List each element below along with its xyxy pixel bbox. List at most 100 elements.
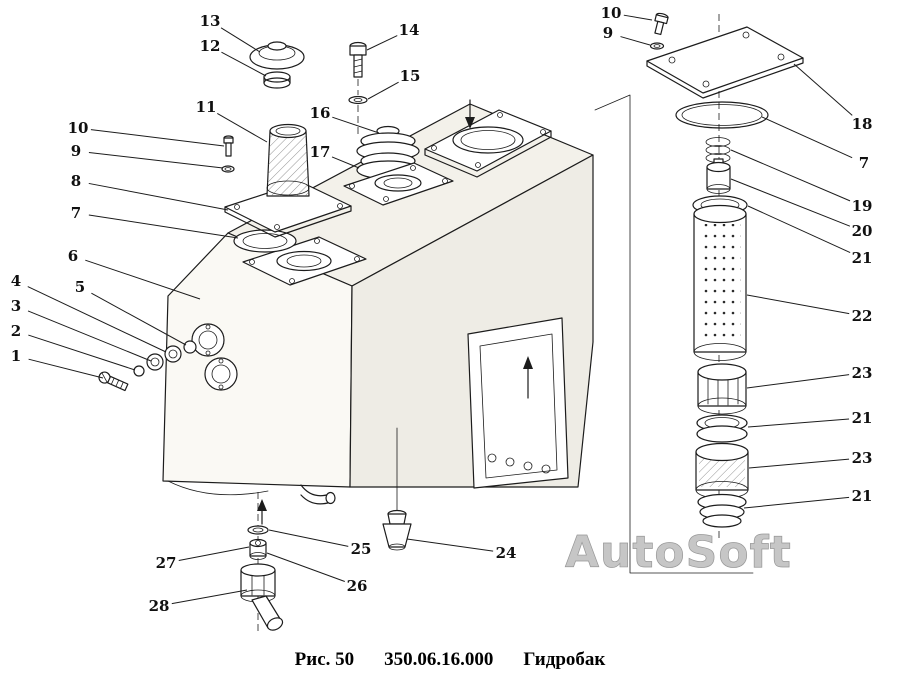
leader-line-4: [27, 286, 167, 353]
bolt-10-left: [223, 135, 234, 157]
leader-line-11: [217, 113, 268, 143]
leader-line-7: [88, 214, 239, 239]
callout-label-9: 9: [71, 142, 81, 160]
callout-label-13: 13: [200, 12, 221, 30]
bottom-elbow-pipe: [300, 484, 336, 505]
leader-line-21: [747, 205, 851, 254]
callout-label-5: 5: [75, 278, 85, 296]
callout-label-21: 21: [852, 249, 873, 267]
leader-line-19: [730, 149, 851, 202]
washer-9-right: [649, 42, 665, 50]
valve-20: [706, 158, 731, 194]
ring-21-middle: [696, 414, 748, 443]
callout-label-7: 7: [71, 204, 81, 222]
up-arrow-icon: [523, 356, 533, 369]
filler-neck-11: [266, 123, 310, 197]
callout-label-22: 22: [852, 307, 873, 325]
leader-line-14: [366, 35, 398, 51]
leader-line-3: [27, 310, 152, 362]
hex-adapter-28: [240, 563, 284, 631]
callout-label-26: 26: [347, 577, 368, 595]
callout-label-3: 3: [11, 297, 21, 315]
cup-23-lower: [695, 442, 749, 499]
callout-label-20: 20: [852, 222, 873, 240]
neck-plate-8: [224, 181, 352, 238]
callout-label-14: 14: [399, 21, 420, 39]
leader-line-18: [793, 63, 853, 116]
cover-plate-18: [646, 26, 804, 99]
leader-line-23: [748, 458, 850, 469]
callout-label-11: 11: [196, 98, 217, 116]
callout-label-23: 23: [852, 449, 873, 467]
gasket-7-right: [675, 101, 769, 129]
figure-caption: Рис. 50 350.06.16.000 Гидробак: [0, 649, 900, 671]
callout-label-27: 27: [156, 554, 177, 572]
leader-line-10: [623, 14, 653, 21]
callout-label-1: 1: [11, 347, 21, 365]
leader-line-5: [91, 292, 187, 346]
callout-label-19: 19: [852, 197, 873, 215]
leader-line-17: [331, 156, 360, 169]
spring-19: [705, 137, 731, 163]
callout-label-4: 4: [11, 272, 21, 290]
leader-line-13: [220, 27, 261, 53]
leader-line-12: [221, 51, 267, 77]
left-port-flanges: [191, 323, 238, 391]
leader-line-1: [28, 358, 104, 379]
callout-label-10: 10: [68, 119, 89, 137]
leader-line-25: [268, 529, 349, 547]
callout-label-2: 2: [11, 322, 21, 340]
callout-label-6: 6: [68, 247, 78, 265]
watermark: AutoSoft: [565, 527, 792, 578]
port-fasteners-exploded: [98, 340, 197, 392]
caption-part-code: 350.06.16.000: [384, 649, 494, 670]
callout-label-18: 18: [852, 115, 873, 133]
leader-line-16: [332, 116, 380, 134]
breather-assembly: [343, 125, 454, 206]
callout-label-10: 10: [601, 4, 622, 22]
callout-label-17: 17: [310, 143, 331, 161]
leader-line-6: [85, 259, 201, 300]
callout-label-21: 21: [852, 409, 873, 427]
cup-23-upper: [697, 363, 747, 415]
callout-label-21: 21: [852, 487, 873, 505]
callout-label-16: 16: [310, 104, 331, 122]
leader-line-22: [746, 294, 850, 315]
leader-line-21: [747, 418, 850, 428]
drain-plug-24: [382, 427, 412, 551]
leader-line-2: [28, 334, 136, 371]
callout-label-7: 7: [859, 154, 869, 172]
filter-assembly: [646, 12, 804, 540]
callout-layer: 1312111098765432114151617109187192021222…: [11, 4, 873, 615]
caption-title: Гидробак: [523, 649, 606, 670]
leader-line-28: [171, 589, 248, 605]
callout-label-28: 28: [149, 597, 170, 615]
callout-label-23: 23: [852, 364, 873, 382]
leader-line-9: [88, 151, 224, 169]
caption-figure-number: Рис. 50: [294, 649, 355, 670]
leader-line-23: [746, 374, 850, 389]
callout-label-25: 25: [351, 540, 372, 558]
up-arrow-icon: [257, 499, 267, 511]
washer-15: [348, 95, 368, 105]
drain-assembly: [240, 492, 284, 632]
leader-line-8: [88, 182, 229, 211]
fitting-26-27: [249, 538, 267, 560]
callout-label-24: 24: [496, 544, 517, 562]
filter-hole-flange: [424, 99, 552, 178]
leader-line-9: [620, 36, 651, 46]
bolt-14: [349, 41, 367, 78]
ring-21-bottom: [697, 493, 747, 528]
leader-line-20: [730, 178, 851, 227]
leader-line-27: [178, 546, 250, 562]
callout-label-15: 15: [400, 67, 421, 85]
leader-line-15: [367, 81, 399, 100]
filler-cap: [249, 41, 305, 89]
callout-label-12: 12: [200, 37, 221, 55]
projection-line: [594, 94, 754, 574]
leader-line-26: [266, 552, 345, 582]
seal-ring-25: [247, 525, 269, 535]
leader-line-24: [406, 538, 494, 552]
